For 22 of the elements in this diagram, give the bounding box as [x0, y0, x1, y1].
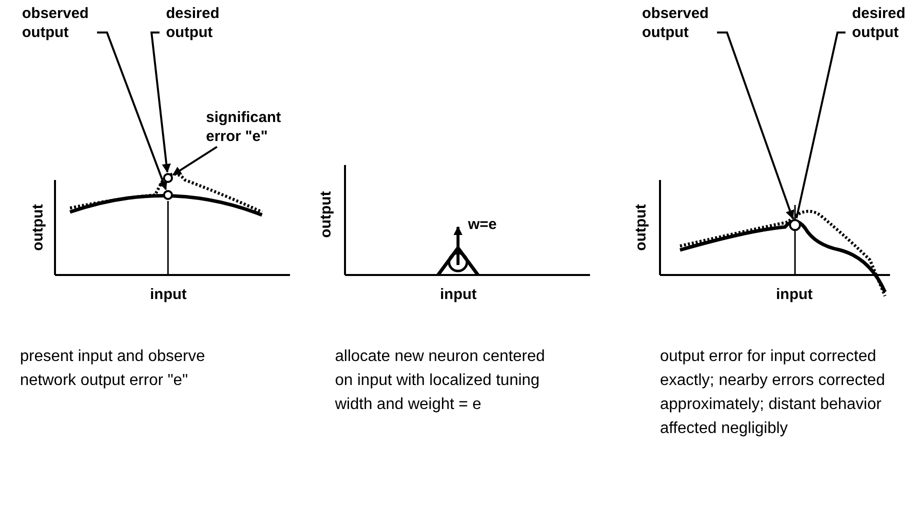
- axis-label: output: [28, 203, 48, 253]
- caption-text: output error for input corrected exactly; nearby errors corrected approximately; distant behavior affected negligibly: [660, 347, 886, 439]
- caption-text: allocate new neuron centered on input with localized tuning width and weight = e: [335, 347, 546, 415]
- data-point-circle: [789, 219, 801, 231]
- callout-text: desired output: [152, 4, 246, 42]
- axis-label: output: [632, 203, 650, 253]
- axis-label: input: [440, 285, 478, 304]
- leader-arrow: [97, 32, 168, 190]
- leader-arrow: [172, 146, 218, 176]
- leader-arrow: [717, 32, 794, 220]
- leader-arrow: [150, 32, 171, 173]
- data-point-circle: [163, 190, 173, 200]
- axis-label: output: [316, 190, 336, 240]
- callout-text: desired output: [838, 4, 923, 42]
- callout-text: observed output: [22, 4, 97, 42]
- callout-text: observed output: [642, 4, 717, 42]
- axis-label: input: [150, 285, 188, 304]
- data-point-circle: [163, 173, 173, 183]
- weight-label: w=e: [468, 215, 498, 234]
- callout-text: significant error "e": [206, 108, 316, 146]
- caption-text: present input and observe network output error "e": [20, 347, 206, 391]
- axis-label: input: [776, 285, 814, 304]
